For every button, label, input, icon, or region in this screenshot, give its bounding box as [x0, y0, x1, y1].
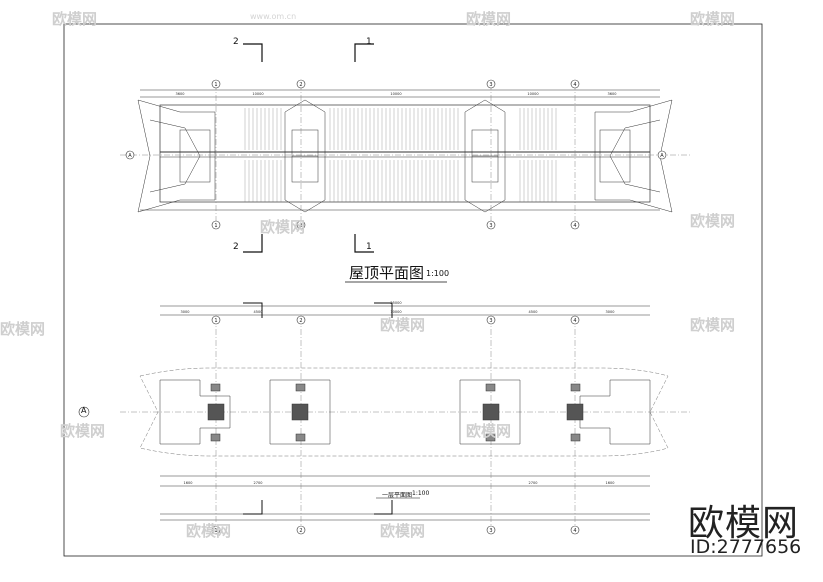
- roof-axis-number: 4: [573, 223, 576, 229]
- roof-axis-letter: A: [660, 153, 664, 159]
- watermark-brand: 欧模网: [52, 10, 98, 28]
- floor-axis-number: 1: [214, 528, 217, 534]
- floor-bay-1: [159, 379, 231, 445]
- roof-axis-letter: A: [128, 153, 132, 159]
- watermark-brand: 欧模网: [690, 10, 736, 28]
- watermark-brand: 欧模网: [466, 422, 512, 440]
- roof-plan: [120, 43, 690, 253]
- floor-plan: [120, 302, 690, 528]
- floor-dimension-label: 4500: [254, 310, 263, 314]
- pavilion-roof-2: [284, 99, 326, 213]
- floor-plan-scale: 1:100: [412, 490, 430, 497]
- roof-axis-number: 4: [573, 82, 576, 88]
- floor-axis-number: 1: [214, 318, 217, 324]
- floor-plan-title: 一层平面图: [382, 492, 413, 499]
- brand-logo-text: 欧模网: [688, 503, 800, 544]
- roof-axis-number: 2: [299, 223, 302, 229]
- roof-plan-title: 屋顶平面图: [349, 264, 425, 282]
- roof-tile-hatching: [244, 108, 557, 203]
- floor-overall-dimension: 25000: [390, 301, 401, 305]
- watermark-site: www.om.cn: [250, 12, 297, 21]
- roof-dimension-label: 10000: [390, 92, 401, 96]
- pavilion-roof-1: [137, 99, 216, 213]
- section-mark-1-top: 1: [366, 37, 372, 47]
- floor-axis-number: 2: [299, 528, 302, 534]
- roof-dimension-label: 10000: [252, 92, 263, 96]
- roof-axis-markers: [125, 79, 667, 230]
- watermark-brand: 欧模网: [60, 422, 106, 440]
- floor-bottom-dimension: 1600: [184, 481, 193, 485]
- pavilion-roof-4: [594, 99, 673, 213]
- roof-axis-number: 1: [214, 82, 217, 88]
- section-mark-1-bottom: 1: [366, 242, 372, 252]
- floor-bottom-dimension: 2700: [529, 481, 538, 485]
- roof-dimension-label: 3600: [608, 92, 617, 96]
- section-mark-2-top: 2: [233, 37, 239, 47]
- roof-axis-number: 2: [299, 82, 302, 88]
- roof-axis-number: 1: [214, 223, 217, 229]
- floor-axis-number: 4: [573, 318, 576, 324]
- floor-dimension-label: 3000: [606, 310, 615, 314]
- floor-axis-markers: [78, 315, 580, 535]
- watermark-brand: 欧模网: [186, 522, 232, 540]
- section-mark-2-bottom: 2: [233, 242, 239, 252]
- floor-dimension-label: 10000: [390, 310, 401, 314]
- model-id-label: ID:2777656: [690, 536, 802, 558]
- floor-dimension-label: 3000: [181, 310, 190, 314]
- floor-bottom-dimension: 1600: [606, 481, 615, 485]
- roof-dimension-label: 10000: [527, 92, 538, 96]
- floor-bottom-dimension: 2700: [254, 481, 263, 485]
- watermark-brand: 欧模网: [380, 316, 426, 334]
- axis-letter-a: A: [81, 406, 87, 415]
- watermark-brand: 欧模网: [260, 218, 306, 236]
- roof-axis-number: 3: [489, 82, 492, 88]
- watermark-brand: 欧模网: [0, 320, 46, 338]
- floor-axis-number: 3: [489, 318, 492, 324]
- pavilion-roof-3: [464, 99, 506, 213]
- floor-axis-number: 2: [299, 318, 302, 324]
- floor-dimension-label: 4500: [529, 310, 538, 314]
- floor-bay-3: [459, 379, 521, 445]
- watermark-brand: 欧模网: [690, 316, 736, 334]
- roof-dimension-label: 3600: [176, 92, 185, 96]
- watermark-brand: 欧模网: [466, 10, 512, 28]
- roof-axis-number: 3: [489, 223, 492, 229]
- watermark-brand: 欧模网: [690, 212, 736, 230]
- floor-axis-number: 4: [573, 528, 576, 534]
- roof-plan-scale: 1:100: [426, 269, 450, 278]
- drawing-frame: [63, 23, 763, 557]
- floor-bay-2: [269, 379, 331, 445]
- floor-bay-4: [566, 379, 651, 445]
- watermark-brand: 欧模网: [380, 522, 426, 540]
- floor-axis-number: 3: [489, 528, 492, 534]
